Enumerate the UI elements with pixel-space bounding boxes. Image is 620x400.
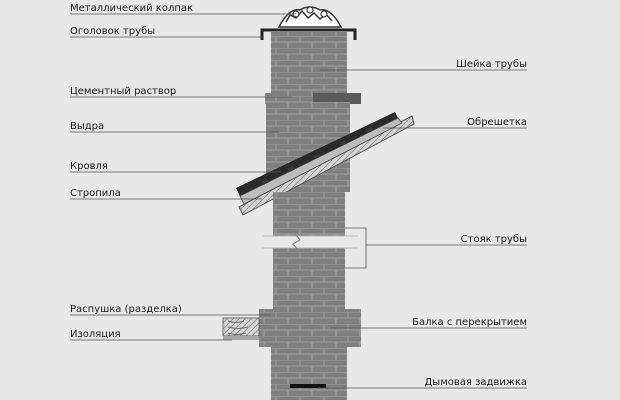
roof-assembly [236, 112, 415, 216]
label-cement-mortar: Цементный раствор [70, 86, 176, 97]
label-roof: Кровля [70, 161, 108, 172]
leader-lines [70, 13, 527, 389]
label-damper: Дымовая задвижка [424, 377, 527, 388]
label-beam: Балка с перекрытием [412, 317, 527, 328]
label-otter: Выдра [70, 121, 104, 132]
label-insulation: Изоляция [70, 329, 121, 340]
label-chimney-head: Оголовок трубы [70, 26, 155, 37]
cement-mortar-cap [313, 93, 361, 104]
chimney-lower [271, 346, 347, 400]
label-pushka: Распушка (разделка) [70, 304, 182, 315]
metal-cap [260, 6, 357, 40]
label-metal-cap: Металлический колпак [70, 3, 193, 14]
label-rafter: Стропила [70, 188, 121, 199]
label-batten: Обрешетка [467, 117, 527, 128]
chimney-riser [273, 192, 345, 310]
riser-bracket [345, 227, 367, 269]
label-riser: Стояк трубы [461, 234, 527, 245]
chimney-head [271, 32, 347, 94]
smoke-damper [290, 384, 326, 388]
insulation-beam [222, 317, 260, 340]
label-neck: Шейка трубы [456, 59, 527, 70]
break-mark [262, 231, 358, 253]
